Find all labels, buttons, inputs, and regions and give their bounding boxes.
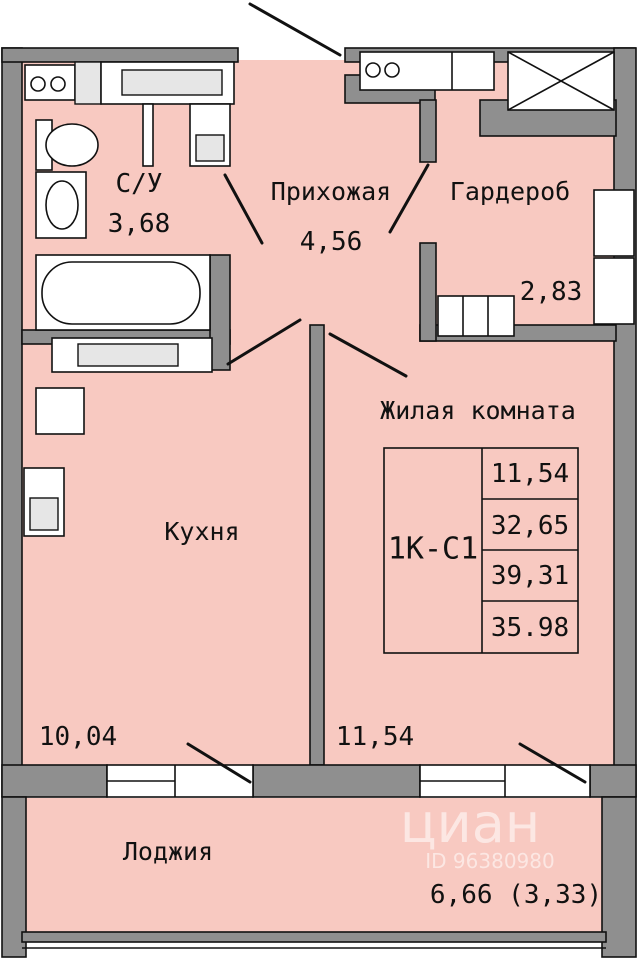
facade-wall-right [589,764,637,798]
wardrobe-wall-left [419,242,437,342]
stove-top-left [24,64,76,101]
room-labels: С/У 3,68 Прихожая 4,56 Гардероб 2,83 Жил… [39,169,602,910]
loggia-floor [25,798,603,933]
bathtub-icon [35,254,211,331]
entrance-door [248,2,342,57]
outer-wall-right [613,47,637,797]
wardrobe-cabinet [437,295,515,337]
summary-value-1: 11,54 [491,459,569,489]
hall-name: Прихожая [271,177,391,206]
bathroom-name: С/У [116,169,163,199]
wardrobe-shelf [593,189,635,257]
bath-cabinet-inner [195,134,225,162]
cabinet-top [74,61,102,105]
outer-wall-left [1,47,23,797]
sink-bowl [45,180,79,230]
living-area: 11,54 [336,722,414,752]
loggia-wall-left [1,796,27,958]
living-name: Жилая комната [380,396,576,425]
summary-value-3: 39,31 [491,561,569,591]
burner-icon [30,76,46,92]
facade-wall-left [1,764,108,798]
towel-heater [142,103,154,167]
watermark: циан ID 96380980 [400,792,555,873]
fixtures [23,51,635,537]
counter-top-right [359,51,495,91]
summary-value-4: 35.98 [491,613,569,643]
doors [186,2,587,784]
bathroom-area: 3,68 [108,209,171,239]
living-balcony-door [518,742,587,784]
wardrobe-name: Гардероб [450,177,570,206]
wardrobe-door [388,163,430,234]
wardrobe-area: 2,83 [520,277,583,307]
summary-table: 1К-С1 11,54 32,65 39,31 35.98 [383,447,579,654]
loggia-wall-right [601,796,637,958]
bathroom-door [223,173,264,245]
kitchen-door [226,318,302,366]
living-door [328,332,408,378]
watermark-brand: циан [400,792,540,855]
loggia-name: Лоджия [123,837,213,866]
kitchen-balcony-door [186,742,252,784]
hall-area: 4,56 [300,227,363,257]
wardrobe-shelf [593,257,635,325]
apartment-code: 1К-С1 [388,532,478,567]
burner-icon [384,62,400,78]
kitchen-name: Кухня [164,517,239,546]
kitchen-area: 10,04 [39,722,117,752]
radiator-cross [507,51,615,111]
bathroom-wall-right [209,254,231,371]
loggia-rail [21,931,607,943]
burner-icon [50,76,66,92]
summary-value-2: 32,65 [491,511,569,541]
kitchen-cabinet-inner [29,497,59,531]
loggia-area: 6,66 (3,33) [430,880,602,910]
toilet-icon [45,123,99,167]
burner-icon [365,62,381,78]
outer-wall-top-left [1,47,239,63]
hall-wall-stub-2 [419,99,437,163]
radiator-top-inner [121,69,223,96]
partition-kitchen-living [309,324,325,766]
facade-wall-mid [252,764,421,798]
bathtub-inner [41,261,201,325]
watermark-id: ID 96380980 [425,849,554,873]
kitchen-counter-inner [77,343,179,367]
kitchen-sink-icon [35,387,85,435]
